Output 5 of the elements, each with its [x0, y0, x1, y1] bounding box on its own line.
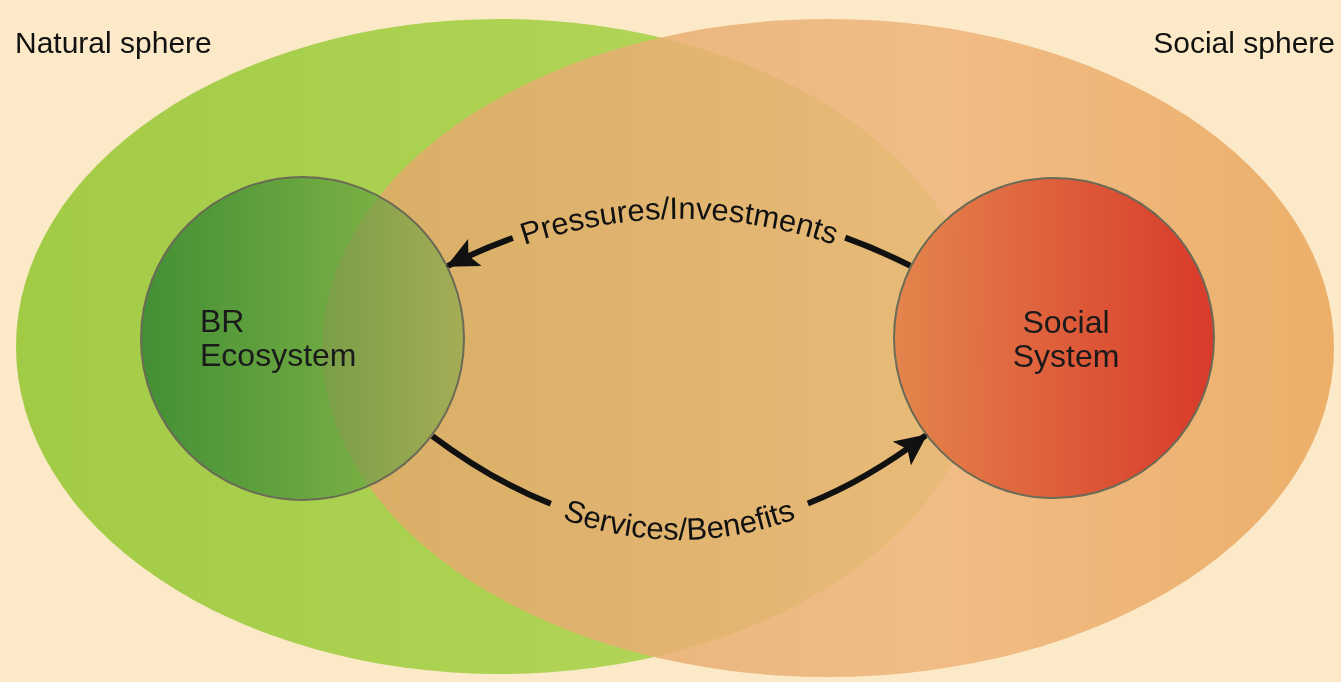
edge-label: Services/Benefits — [559, 492, 799, 547]
sphere-heading: Natural sphere — [15, 26, 212, 60]
sphere-heading: Social sphere — [1153, 26, 1335, 60]
circle-label: BR Ecosystem — [200, 304, 358, 372]
circle-label: Social System — [1011, 305, 1121, 373]
